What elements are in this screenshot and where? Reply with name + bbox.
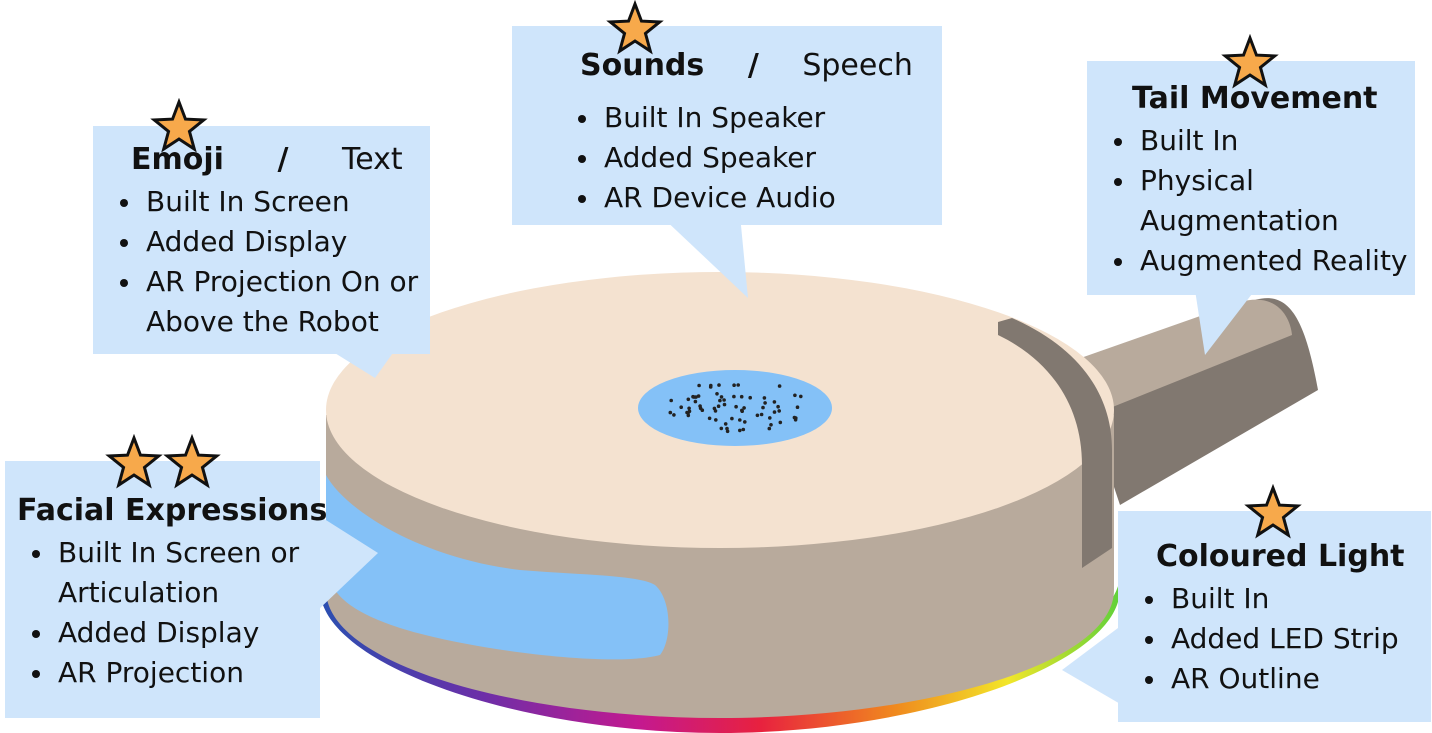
list-item: Added Speaker [556, 138, 836, 178]
callout-title: Tail Movement [1132, 81, 1378, 116]
list-item: AR Projection On or [98, 262, 418, 302]
list-item: AR Device Audio [556, 178, 836, 218]
list-item-continuation: Augmentation [1140, 204, 1339, 237]
callout-subtitle: Text [342, 142, 403, 177]
list-item: Built In Screen or [10, 533, 299, 573]
list-item: Physical [1092, 161, 1408, 201]
list-item: Built In [1123, 579, 1399, 619]
callout-list: Built In Added LED Strip AR Outline [1123, 579, 1399, 699]
list-item: Built In [1092, 121, 1408, 161]
callout-coloured-light: Coloured Light Built In Added LED Strip … [1118, 511, 1431, 722]
callout-sounds-speech: Sounds / Speech Built In Speaker Added S… [512, 26, 942, 225]
callout-facial-expressions: Facial Expressions Built In Screen or Ar… [5, 461, 327, 718]
callout-list: Built In Physical Augmentation Augmented… [1092, 121, 1408, 281]
star-icon [606, 0, 664, 55]
callout-title: Facial Expressions [17, 493, 328, 528]
robot-tail [1075, 298, 1318, 505]
list-item-continuation: Articulation [58, 576, 220, 609]
callout-list: Built In Screen Added Display AR Project… [98, 182, 418, 342]
callout-emoji-text: Emoji / Text Built In Screen Added Displ… [93, 126, 430, 354]
title-separator: / [277, 142, 289, 177]
callout-title: Coloured Light [1156, 539, 1405, 574]
face-screen [326, 475, 669, 660]
speaker-grille-icon [638, 370, 832, 446]
callout-subtitle: Speech [802, 48, 913, 83]
list-item: Added Display [98, 222, 418, 262]
callout-tail-movement: Tail Movement Built In Physical Augmenta… [1087, 61, 1415, 295]
star-icon [1221, 34, 1279, 89]
list-item: Built In Screen [98, 182, 418, 222]
star-icon [163, 434, 221, 489]
robot-body [326, 272, 1114, 718]
title-separator: / [747, 48, 759, 83]
callout-list: Built In Speaker Added Speaker AR Device… [556, 98, 836, 218]
star-icon [105, 434, 163, 489]
list-item: AR Projection [10, 653, 299, 693]
list-item: Added LED Strip [1123, 619, 1399, 659]
list-item: Added Display [10, 613, 299, 653]
list-item: Above the Robot [146, 305, 379, 338]
callout-title: Sounds [580, 48, 705, 83]
list-item: Augmented Reality [1092, 241, 1408, 281]
tail-joint [998, 318, 1112, 568]
star-icon [150, 98, 208, 153]
list-item: AR Outline [1123, 659, 1399, 699]
callout-pointers [318, 215, 1255, 705]
callout-title: Emoji [131, 142, 224, 177]
callout-list: Built In Screen or Articulation Added Di… [10, 533, 299, 693]
star-icon [1244, 484, 1302, 539]
list-item: Built In Speaker [556, 98, 836, 138]
